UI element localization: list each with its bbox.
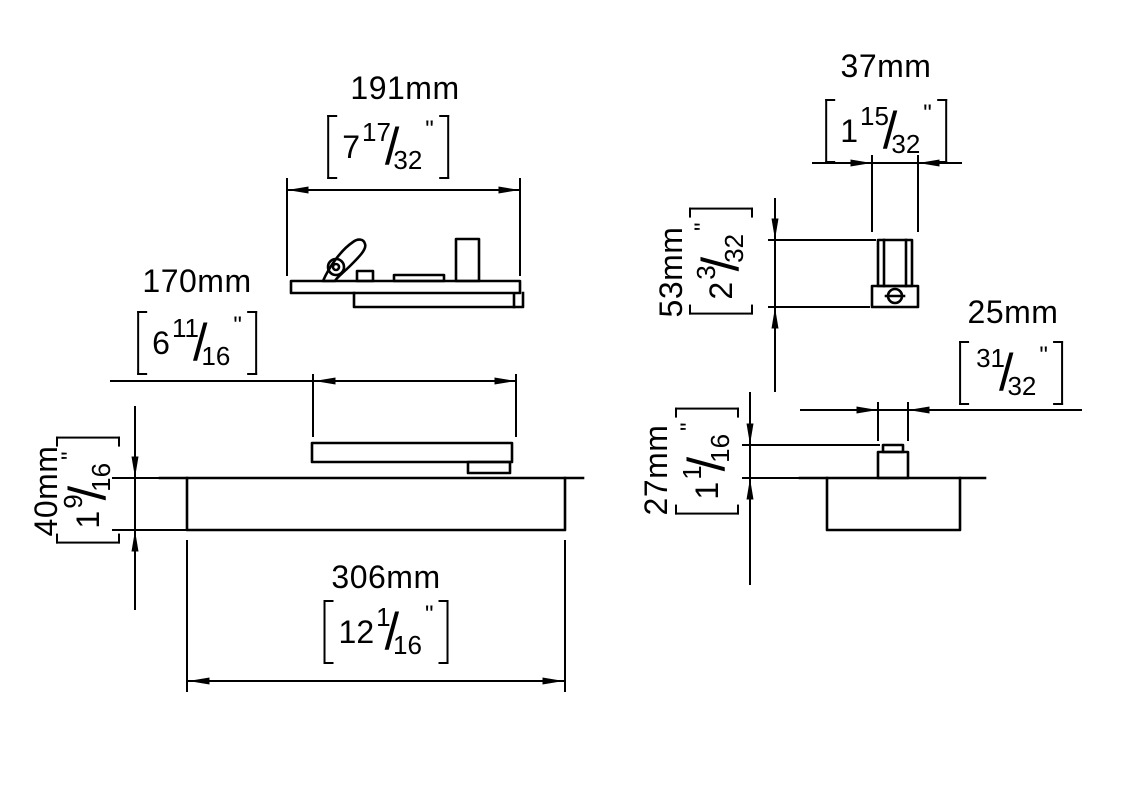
fraction-slash: / [384, 603, 400, 661]
dim-25-lines [800, 402, 1082, 441]
bracket-right [675, 407, 739, 418]
inch-mark: " [233, 312, 242, 339]
whole-number: 7 [342, 129, 360, 165]
bracket-left [323, 600, 334, 664]
bracket-right [936, 99, 947, 163]
fraction-denominator: 32 [1007, 371, 1037, 401]
fraction-slash: / [999, 344, 1014, 402]
bracket-left [56, 533, 120, 544]
inch-mark: " [690, 222, 717, 231]
fraction-numerator: 17 [361, 117, 391, 147]
whole-number: 2 [703, 281, 739, 300]
fraction-numerator: 3 [691, 265, 721, 280]
fraction-numerator: 1 [677, 465, 707, 480]
whole-number: 6 [152, 325, 170, 361]
dim-37-inch-label: 1 15 / 32 " [825, 96, 947, 166]
fraction-denominator: 16 [201, 341, 231, 371]
bracket-right [438, 115, 449, 179]
bracket-right [56, 436, 120, 447]
side-view-drawing [289, 237, 525, 309]
dim-40-lines [112, 406, 187, 610]
dim-27-mm-label: 27mm [638, 424, 674, 516]
bracket-left [675, 504, 739, 515]
dim-27-lines [742, 392, 880, 585]
inch-mark: " [57, 451, 84, 460]
whole-number: 12 [338, 614, 375, 650]
fraction-numerator: 15 [859, 101, 889, 131]
fraction-slash: / [192, 314, 208, 372]
fraction-slash: / [384, 118, 400, 176]
inch-mark: " [425, 116, 434, 143]
plan-view-drawing [158, 441, 585, 532]
top-end-view-drawing [870, 238, 920, 309]
dim-53-inch-label: 2 3 / 32 " [686, 207, 756, 315]
fraction-denominator: 32 [393, 145, 423, 175]
dim-53-mm-label: 53mm [653, 226, 689, 318]
whole-number: 1 [70, 510, 106, 529]
bracket-left [959, 341, 970, 405]
dim-25-inch-label: 31 / 32 " [959, 338, 1063, 408]
dim-170-mm-label: 170mm [142, 263, 252, 299]
bracket-right [246, 311, 257, 375]
dim-306-mm-label: 306mm [331, 559, 441, 595]
dim-25-mm-label: 25mm [967, 294, 1059, 330]
inch-mark: " [424, 601, 434, 628]
dim-170-inch-label: 6 11 / 16 " [137, 308, 257, 378]
dim-53-lines [768, 198, 876, 392]
dim-37-lines [812, 155, 962, 232]
inch-mark: " [923, 100, 932, 127]
bracket-left [689, 304, 753, 315]
fraction-denominator: 32 [891, 129, 921, 159]
bracket-left [327, 115, 338, 179]
bracket-left [825, 99, 836, 163]
dim-40-inch-label: 1 9 / 16 " [53, 436, 123, 544]
whole-number: 1 [689, 481, 725, 500]
dim-191-inch-label: 7 17 / 32 " [327, 112, 449, 182]
dim-191-lines [286, 178, 521, 276]
fraction-denominator: 16 [393, 630, 422, 660]
fraction-numerator: 31 [976, 343, 1006, 373]
dim-37-mm-label: 37mm [840, 48, 932, 84]
bottom-end-view-drawing [798, 443, 987, 532]
fraction-slash: / [882, 102, 898, 160]
fraction-numerator: 9 [58, 494, 88, 509]
dim-170-lines [110, 374, 517, 437]
dim-306-lines [186, 540, 566, 692]
dim-306-inch-label: 12 1 / 16 " [323, 597, 449, 667]
bracket-right [689, 207, 753, 218]
fraction-denominator: 32 [719, 233, 749, 263]
inch-mark: " [1039, 342, 1048, 369]
fraction-numerator: 11 [171, 313, 199, 343]
inch-mark: " [676, 422, 703, 431]
bracket-left [137, 311, 148, 375]
fraction-denominator: 16 [86, 462, 116, 492]
dim-191-mm-label: 191mm [350, 70, 460, 106]
bracket-right [438, 600, 449, 664]
whole-number: 1 [840, 113, 858, 149]
fraction-denominator: 16 [705, 433, 735, 463]
dim-27-inch-label: 1 1 / 16 " [672, 407, 742, 515]
bracket-right [1052, 341, 1063, 405]
fraction-numerator: 1 [376, 602, 391, 632]
